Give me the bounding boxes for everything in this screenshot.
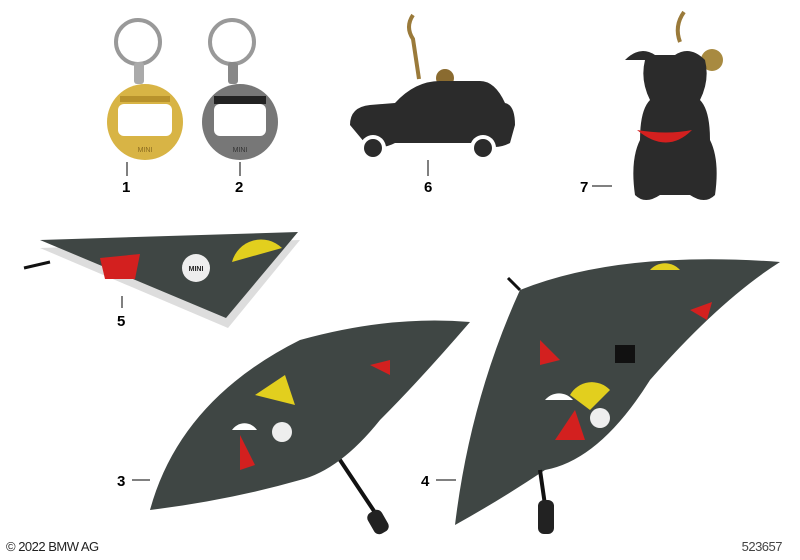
callout-3: 3 [117, 473, 125, 490]
callout-5: 5 [117, 313, 125, 330]
notebook: MINI [23, 232, 300, 328]
folding-umbrella [150, 320, 470, 535]
diagram-id: 523657 [741, 539, 783, 554]
long-umbrella [455, 259, 780, 534]
keyring-silver: MINI [202, 18, 278, 160]
callout-2: 2 [235, 179, 243, 196]
callout-1: 1 [122, 179, 130, 196]
dog-keychain [625, 10, 723, 200]
brand-text: MINI [233, 147, 248, 154]
keyring-gold: MINI [107, 18, 183, 160]
callout-7: 7 [580, 179, 588, 196]
brand-text: MINI [138, 147, 153, 154]
car-keychain [350, 13, 515, 161]
copyright-text: © 2022 BMW AG [6, 539, 99, 554]
callout-4: 4 [421, 473, 430, 490]
brand-text: MINI [189, 266, 204, 273]
callout-6: 6 [424, 179, 432, 196]
